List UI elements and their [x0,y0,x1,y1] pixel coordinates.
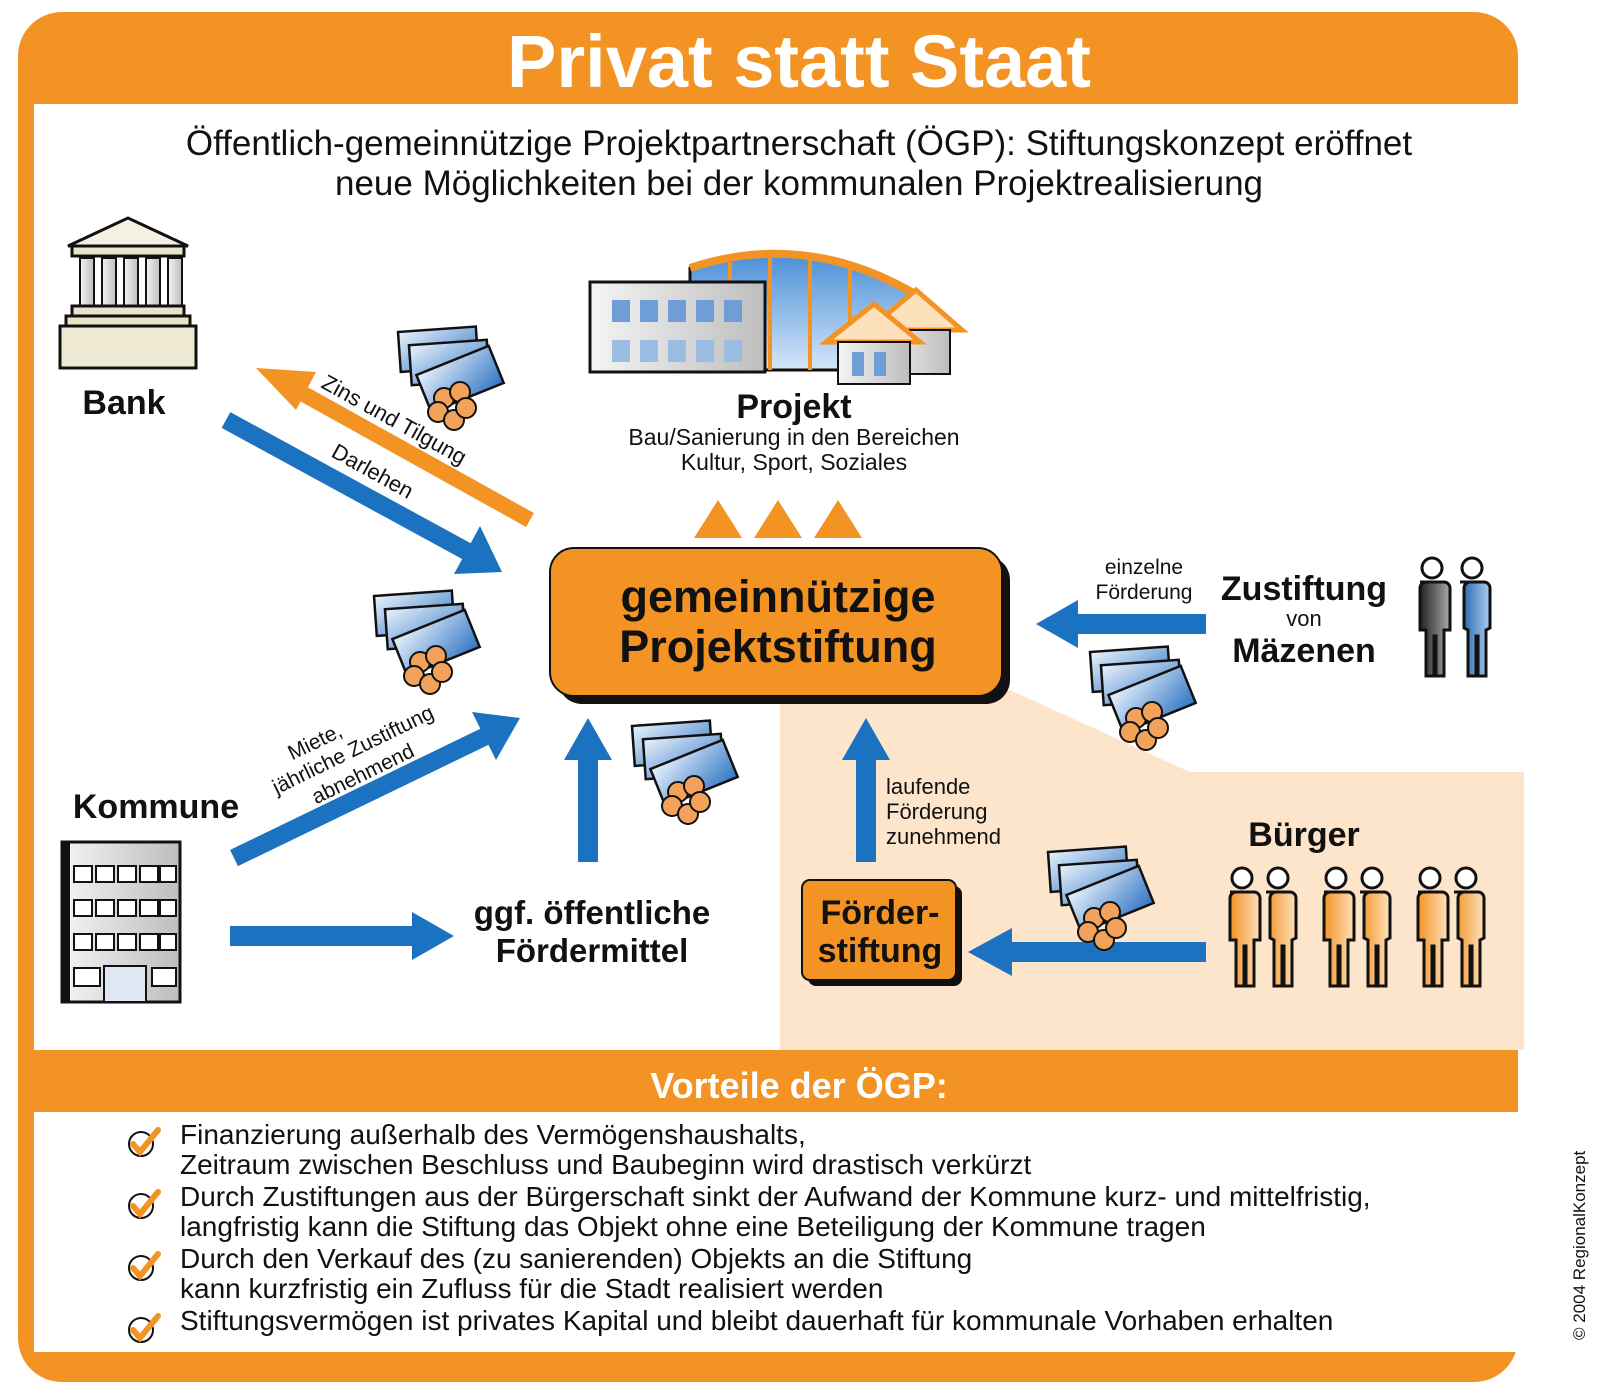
list-item-line-2: langfristig kann die Stiftung das Objekt… [180,1211,1206,1242]
check-icon [128,1127,161,1157]
einzelne-foerderung-arrow [1036,600,1206,648]
subtitle-line-2: neue Möglichkeiten bei der kommunalen Pr… [334,164,1263,203]
zins-tilgung-arrow [256,368,534,527]
project-buildings-icon [588,249,969,385]
project-description-line-1: Bau/Sanierung in den Bereichen [628,424,959,450]
office-building-icon [60,840,182,1004]
einzelne-label-line-1: einzelne [1105,556,1183,579]
page-title: Privat statt Staat [507,20,1091,103]
buerger-foerderstiftung-arrow [968,928,1206,976]
foerderstiftung-label-line-2: stiftung [818,932,943,970]
list-item-line-2: kann kurzfristig ein Zufluss für die Sta… [180,1273,884,1304]
list-item-line-2: Zeitraum zwischen Beschluss und Baubegin… [180,1149,1032,1180]
advantages-list: Finanzierung außerhalb des Vermögenshaus… [124,1120,1514,1343]
zustiftung-label-line-2: von [1286,606,1321,631]
bank-label: Bank [82,384,165,422]
darlehen-arrow [221,412,502,574]
laufende-label-line-2: Förderung [886,799,988,824]
page-subtitle: Öffentlich-gemeinnützige Projektpartners… [100,124,1498,204]
foerdermittel-up-arrow [564,718,612,862]
money-icon [630,719,739,826]
laufende-foerderung-arrow [842,718,890,862]
buerger-label: Bürger [1248,816,1359,854]
list-item-line-1: Stiftungsvermögen ist privates Kapital u… [180,1305,1334,1336]
money-icon [372,589,481,696]
zustiftung-label-line-3: Mäzenen [1232,632,1376,670]
money-icon [396,325,505,432]
upward-triangles [694,500,862,538]
foerderstiftung-label-line-1: Förder- [821,894,940,932]
projektstiftung-label-line-1: gemeinnützige [620,571,935,622]
kommune-foerdermittel-arrow [230,912,454,960]
project-title: Projekt [736,388,851,426]
list-item: Stiftungsvermögen ist privates Kapital u… [124,1305,1514,1343]
check-icon [128,1189,161,1219]
foerdermittel-label-line-1: ggf. öffentliche [474,894,710,931]
list-item-line-1: Durch Zustiftungen aus der Bürgerschaft … [180,1181,1371,1212]
donor-people-icon [1418,556,1492,678]
projektstiftung-box [549,547,1010,704]
list-item: Durch den Verkauf des (zu sanierenden) O… [124,1244,1514,1304]
advantages-heading: Vorteile der ÖGP: [650,1065,948,1106]
einzelne-label-line-2: Förderung [1096,581,1193,604]
kommune-label: Kommune [73,788,239,826]
project-description-line-2: Kultur, Sport, Soziales [681,449,907,475]
foerderstiftung-box [801,879,962,986]
miete-arrow [230,712,520,867]
check-icon [128,1313,161,1343]
copyright-note: © 2004 RegionalKonzept [1570,1150,1589,1340]
list-item: Finanzierung außerhalb des Vermögenshaus… [124,1120,1514,1180]
bank-building-icon [58,216,198,370]
list-item-line-1: Durch den Verkauf des (zu sanierenden) O… [180,1243,973,1274]
projektstiftung-label-line-2: Projektstiftung [619,621,937,672]
foerdermittel-label-line-2: Fördermittel [496,932,689,969]
subtitle-line-1: Öffentlich-gemeinnützige Projektpartners… [185,124,1413,163]
list-item: Durch Zustiftungen aus der Bürgerschaft … [124,1182,1514,1242]
laufende-label-line-3: zunehmend [886,824,1001,849]
advantages-panel [34,1112,1524,1352]
list-item-line-1: Finanzierung außerhalb des Vermögenshaus… [180,1119,806,1150]
check-icon [128,1251,161,1281]
laufende-label-line-1: laufende [886,774,970,799]
zustiftung-label-line-1: Zustiftung [1221,570,1387,608]
